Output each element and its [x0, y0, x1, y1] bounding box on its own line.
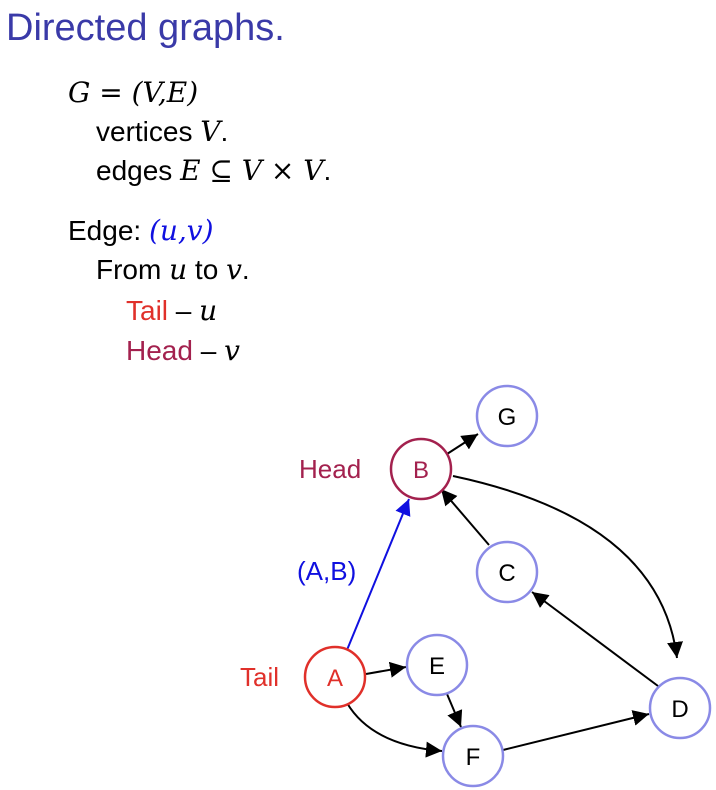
edge-pair: (u,v) — [148, 214, 214, 247]
vertices-text: vertices — [96, 116, 201, 147]
from-line: From u to v. — [96, 253, 250, 286]
edge-c-b — [440, 488, 490, 546]
node-c: C — [475, 540, 539, 604]
node-f-label: F — [466, 744, 481, 771]
head-symbol: v — [224, 334, 240, 367]
edges-end: . — [323, 155, 332, 186]
node-b-label: B — [413, 457, 429, 484]
edge-b-d — [452, 475, 683, 659]
vertices-line: vertices V. — [96, 115, 229, 148]
edge-a-e — [365, 661, 407, 678]
node-g-label: G — [498, 404, 517, 431]
head-word: Head — [126, 335, 193, 366]
tail-dash: – — [168, 295, 200, 326]
edge-ab-label: (A,B) — [297, 556, 356, 586]
node-e-label: E — [429, 653, 445, 680]
edge-d-c — [531, 591, 659, 687]
edges-line: edges E ⊆ V × V. — [96, 154, 332, 187]
vertices-symbol: V — [200, 115, 221, 148]
vertices-end: . — [220, 116, 229, 147]
edge-a-b — [346, 498, 411, 651]
edge-a-f — [346, 702, 443, 758]
node-c-label: C — [498, 560, 515, 587]
tail-line: Tail – u — [126, 294, 218, 327]
from-u: u — [169, 253, 188, 286]
to-text: to — [187, 254, 227, 285]
graph-formula: G = (V,E) — [68, 76, 199, 109]
tail-symbol: u — [199, 294, 218, 327]
edge-line: Edge: (u,v) — [68, 214, 214, 247]
node-d: D — [648, 676, 712, 740]
from-end: . — [241, 254, 250, 285]
edge-e-f — [446, 693, 463, 728]
head-dash: – — [192, 335, 225, 366]
tail-label: Tail — [240, 662, 279, 692]
from-v: v — [226, 253, 242, 286]
edges-text: edges — [96, 155, 181, 186]
head-line: Head – v — [126, 334, 240, 367]
edges-symbol: E ⊆ V × V — [180, 154, 324, 187]
node-g: G — [475, 384, 539, 448]
edge-label: Edge: — [68, 215, 149, 246]
tail-word: Tail — [126, 295, 169, 326]
node-b: B — [389, 437, 453, 501]
node-e: E — [405, 633, 469, 697]
edge-f-d — [502, 710, 650, 751]
node-a-label: A — [327, 665, 343, 692]
head-label: Head — [299, 454, 361, 484]
node-a: A — [303, 645, 367, 709]
from-text: From — [96, 254, 170, 285]
graph-definition: G = (V,E) — [68, 76, 199, 109]
page-title: Directed graphs. — [6, 7, 285, 49]
node-d-label: D — [671, 696, 688, 723]
edge-b-g — [446, 433, 479, 455]
node-f: F — [441, 724, 505, 788]
